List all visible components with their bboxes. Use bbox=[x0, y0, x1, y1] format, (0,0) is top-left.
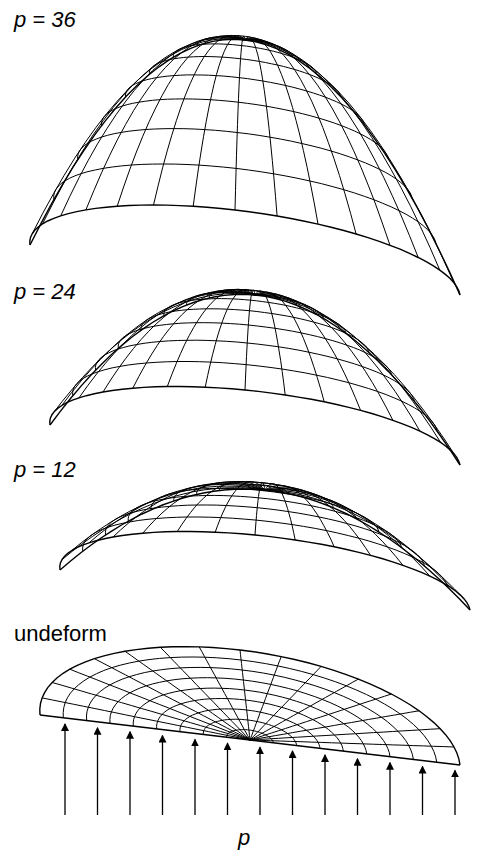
mesh-radial bbox=[255, 295, 441, 442]
mesh-radial bbox=[250, 666, 321, 740]
state-label: p = 24 bbox=[14, 280, 76, 304]
mesh-radial bbox=[255, 291, 285, 395]
mesh-radial bbox=[245, 39, 356, 234]
mesh-ring bbox=[157, 699, 344, 752]
mesh-radial bbox=[265, 484, 295, 540]
mesh-radial bbox=[255, 292, 324, 402]
pressure-arrow bbox=[454, 770, 455, 815]
mesh-radial bbox=[250, 679, 358, 740]
pressure-arrow bbox=[227, 743, 228, 815]
mesh-ring bbox=[54, 164, 436, 244]
mesh-radial bbox=[245, 39, 390, 245]
mesh-radial bbox=[245, 290, 255, 390]
state-label: undeform bbox=[14, 622, 107, 646]
mesh-ring bbox=[63, 657, 437, 762]
mesh-ring bbox=[102, 99, 389, 159]
mesh-ring bbox=[60, 532, 470, 611]
mesh-radial bbox=[255, 295, 420, 431]
mesh-radial bbox=[60, 489, 265, 570]
mesh-radial bbox=[250, 740, 454, 747]
pressure-arrow bbox=[259, 747, 260, 815]
mesh-radial bbox=[79, 291, 255, 398]
mesh-radial bbox=[265, 490, 430, 576]
mesh-radial bbox=[255, 295, 460, 465]
mesh-radial bbox=[160, 647, 250, 740]
mesh-radial bbox=[245, 37, 277, 216]
mesh-ring bbox=[30, 205, 460, 295]
mesh-radial bbox=[205, 289, 255, 387]
mesh-ring bbox=[78, 129, 413, 199]
mesh-radial bbox=[32, 39, 245, 234]
pressure-arrow bbox=[64, 724, 65, 815]
mesh-radial bbox=[62, 292, 255, 405]
mesh-radial bbox=[265, 489, 403, 566]
mesh-radial bbox=[245, 40, 440, 270]
mesh-radial bbox=[52, 683, 250, 741]
mesh-radial bbox=[50, 294, 255, 425]
mesh-radial bbox=[250, 657, 281, 740]
mesh-ring bbox=[149, 57, 340, 97]
mesh-radial bbox=[250, 740, 460, 765]
mesh-radial bbox=[250, 694, 391, 740]
pressure-arrow bbox=[389, 763, 390, 815]
mesh-radial bbox=[245, 40, 460, 295]
mesh-radial bbox=[94, 659, 250, 740]
mesh-radial bbox=[255, 295, 454, 454]
mesh-radial bbox=[62, 488, 265, 560]
mesh-radial bbox=[133, 290, 255, 389]
mesh-radial bbox=[43, 38, 246, 224]
pressure-arrow bbox=[422, 767, 423, 815]
mesh-radial bbox=[235, 36, 245, 210]
mesh-radial bbox=[113, 483, 265, 537]
mesh-radial bbox=[265, 485, 334, 546]
mesh-ring bbox=[133, 688, 367, 754]
state-label: p = 36 bbox=[14, 8, 76, 32]
load-label: p bbox=[238, 826, 250, 850]
mesh-radial bbox=[72, 486, 265, 550]
pressure-arrow bbox=[129, 732, 130, 815]
mesh-radial bbox=[245, 38, 318, 224]
mesh-radial bbox=[245, 40, 454, 283]
mesh-ring bbox=[118, 323, 392, 375]
pressure-arrow bbox=[194, 739, 195, 815]
mesh-radial bbox=[52, 294, 255, 415]
pressure-arrow bbox=[162, 736, 163, 815]
mesh-radial bbox=[265, 487, 371, 555]
mesh-ring bbox=[73, 362, 438, 432]
mesh-radial bbox=[199, 647, 250, 740]
mesh-radial bbox=[30, 39, 245, 245]
mesh-radial bbox=[61, 37, 245, 216]
mesh-ring bbox=[95, 340, 414, 401]
mesh-radial bbox=[265, 490, 451, 587]
mesh-ring bbox=[40, 647, 460, 765]
mesh-radial bbox=[40, 715, 250, 740]
mesh-radial bbox=[240, 650, 250, 740]
pressure-arrow bbox=[292, 751, 293, 815]
pressure-arrow bbox=[324, 755, 325, 815]
mesh-ring bbox=[50, 387, 460, 466]
mesh-radial bbox=[265, 490, 464, 599]
mesh-radial bbox=[117, 36, 245, 207]
state-label: p = 12 bbox=[14, 458, 76, 482]
mesh-ring bbox=[110, 678, 390, 757]
pressure-arrow bbox=[97, 728, 98, 815]
pressure-arrow bbox=[357, 759, 358, 815]
